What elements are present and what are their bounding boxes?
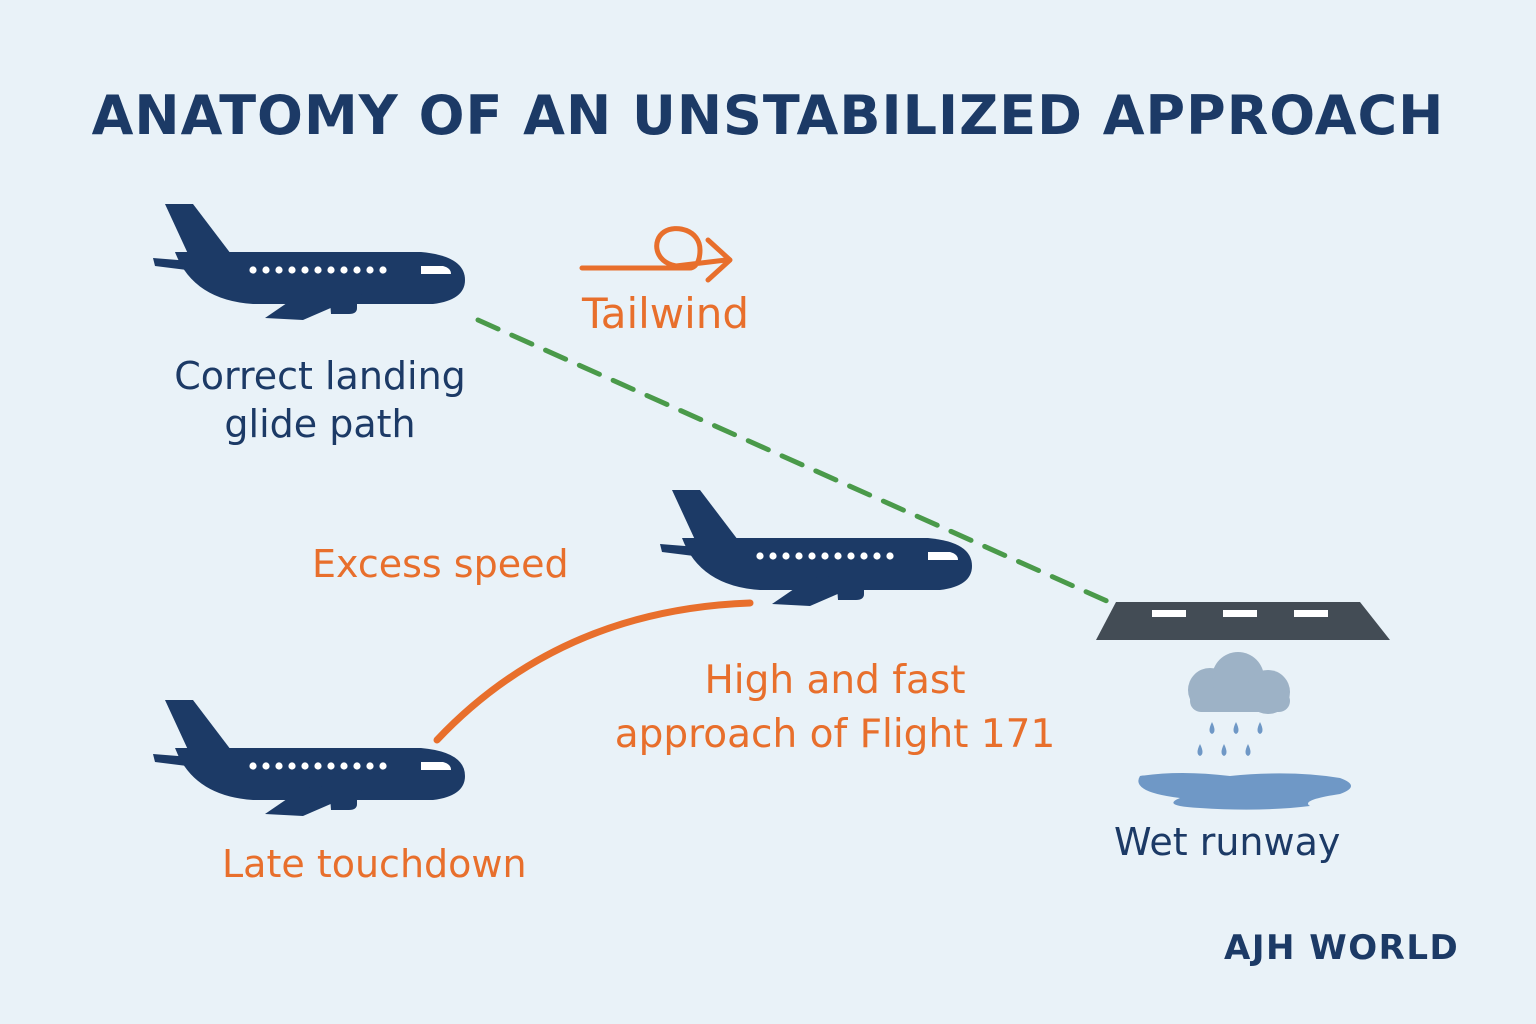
high-fast-approach-label-line-1: High and fast: [704, 658, 966, 703]
airplane-icon: [153, 204, 465, 320]
tailwind-arrow-icon: [579, 226, 733, 283]
airplane-icon: [660, 490, 972, 606]
tailwind-label: Tailwind: [582, 289, 750, 338]
late-touchdown-label: Late touchdown: [222, 842, 527, 886]
correct-glide-path-label-line-1: Correct landing: [174, 354, 466, 398]
high-fast-approach-label-line-2: approach of Flight 171: [614, 712, 1056, 757]
page-title: ANATOMY OF AN UNSTABILIZED APPROACH: [91, 84, 1445, 147]
high-fast-approach-label: High and fast approach of Flight 171: [600, 654, 1070, 762]
wet-runway-label: Wet runway: [1114, 820, 1341, 864]
correct-glide-path-line: [475, 317, 1121, 609]
flight-171-trajectory: [433, 599, 754, 744]
brand-logo: AJH WORLD: [1224, 928, 1460, 968]
excess-speed-label: Excess speed: [312, 542, 569, 586]
airplane-icon: [153, 700, 465, 816]
runway-icon: [1096, 602, 1390, 640]
puddle-icon: [1138, 773, 1351, 810]
rain-cloud-icon: [1188, 652, 1290, 756]
correct-glide-path-label: Correct landing glide path: [160, 352, 480, 448]
correct-glide-path-label-line-2: glide path: [224, 402, 416, 446]
